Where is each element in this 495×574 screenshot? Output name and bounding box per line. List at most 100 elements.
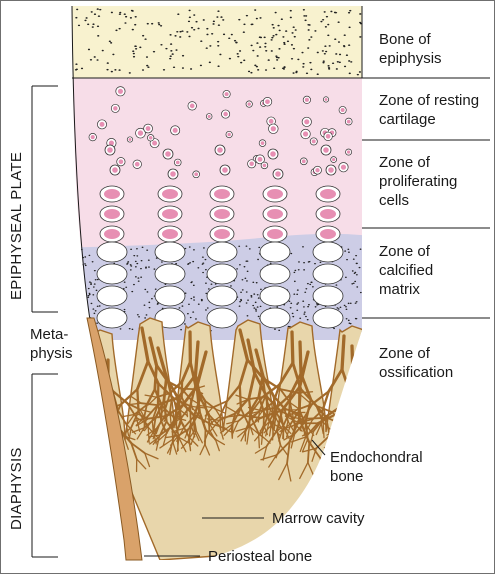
stipple-dot [230, 33, 233, 36]
hypertrophic-chondrocyte [96, 307, 128, 329]
stipple-dot [118, 13, 122, 15]
stipple-dot [140, 276, 143, 278]
stipple-dot [169, 34, 172, 36]
stipple-dot [99, 8, 102, 11]
stipple-dot [358, 21, 362, 24]
stipple-dot [322, 60, 325, 62]
stipple-dot [206, 307, 209, 309]
stipple-dot [84, 263, 86, 265]
stipple-dot [334, 38, 337, 41]
bone-trabecula-strand [101, 441, 111, 455]
stipple-dot [303, 313, 306, 315]
bone-trabecula-strand [272, 383, 281, 404]
stipple-dot [327, 34, 330, 37]
bone-trabecula-strand [84, 420, 93, 445]
stipple-dot [358, 266, 361, 269]
cell-nucleus [224, 92, 229, 97]
bone-trabecula-strand [250, 416, 260, 434]
stipple-dot [325, 50, 328, 53]
bone-trabecula-strand [285, 422, 292, 438]
stipple-dot [290, 252, 293, 255]
bone-trabecula-strand [72, 419, 75, 435]
stipple-dot [246, 280, 248, 282]
stipple-dot [92, 294, 95, 296]
bone-trabecula-strand [195, 350, 208, 388]
bone-trabecula-strand [268, 424, 272, 437]
stipple-dot [134, 260, 137, 263]
stipple-dot [96, 322, 99, 324]
stipple-dot [353, 272, 356, 275]
stipple-dot [271, 36, 274, 39]
stipple-dot [85, 17, 88, 19]
cell-nucleus [107, 147, 113, 153]
stipple-dot [274, 11, 277, 14]
bone-trabecula-strand [354, 428, 358, 445]
stipple-dot [347, 302, 350, 305]
bone-trabecula-strand [226, 420, 240, 425]
stipple-dot [238, 305, 241, 307]
stipple-dot [359, 248, 362, 250]
stipple-dot [146, 22, 149, 25]
cell-nucleus [207, 114, 211, 119]
stipple-dot [192, 311, 195, 313]
bone-trabecula-strand [275, 444, 282, 459]
bone-trabecula-strand [72, 438, 76, 449]
stipple-dot [257, 258, 259, 261]
bone-trabecula-strand [45, 430, 57, 436]
stipple-dot [195, 20, 198, 23]
stipple-dot [236, 53, 239, 55]
bone-trabecula-strand [259, 421, 270, 432]
stipple-dot [202, 19, 205, 21]
bone-trabecula-strand [282, 424, 285, 440]
hypertrophic-chondrocyte [206, 307, 238, 329]
stipple-dot [128, 72, 131, 74]
stipple-dot [208, 61, 211, 64]
stipple-dot [319, 261, 322, 264]
stipple-dot [97, 35, 100, 37]
stipple-dot [207, 288, 210, 290]
bone-trabecula-strand [254, 409, 264, 422]
stipple-dot [203, 247, 205, 249]
bone-trabecula-strand [84, 442, 90, 461]
stipple-dot [188, 35, 191, 38]
bone-trabecula-strand [286, 440, 291, 464]
bone-trabecula-strand [146, 427, 158, 436]
cell-nucleus [90, 135, 95, 140]
bone-trabecula-strand [380, 436, 388, 446]
bone-trabecula-strand [180, 360, 192, 383]
stipple-dot [228, 57, 232, 60]
bone-trabecula-strand [214, 438, 226, 446]
bone-trabecula-strand [306, 417, 325, 420]
cell-nucleus [104, 229, 120, 239]
label-marrow-cavity: Marrow cavity [272, 510, 365, 527]
bone-trabecula-strand [364, 424, 372, 436]
bone-trabecula-strand [265, 429, 278, 448]
epiphysis-bone-region [72, 6, 362, 78]
bone-trabecula-strand [180, 420, 190, 439]
stipple-dot [83, 311, 86, 313]
stipple-dot [355, 274, 358, 276]
bone-trabecula-strand [38, 419, 51, 426]
bone-trabecula-strand [366, 433, 379, 444]
stipple-dot [270, 50, 273, 52]
stipple-dot [294, 269, 297, 272]
stipple-dot [310, 36, 313, 38]
cell-nucleus [275, 171, 281, 177]
stipple-dot [289, 16, 292, 19]
stipple-dot [290, 57, 294, 60]
stipple-dot [257, 315, 260, 318]
stipple-dot [282, 36, 285, 38]
bone-trabecula-strand [323, 442, 338, 449]
stipple-dot [245, 302, 248, 304]
bone-trabecula-strand [376, 420, 390, 427]
stipple-dot [140, 260, 143, 262]
stipple-dot [193, 249, 195, 251]
stipple-dot [276, 306, 279, 308]
bone-trabecula-strand [240, 414, 262, 419]
stipple-dot [206, 27, 209, 30]
bone-trabecula-strand [176, 436, 180, 452]
bone-trabecula-strand [136, 458, 147, 470]
stipple-dot [338, 53, 342, 56]
bone-trabecula-strand [189, 409, 201, 429]
stipple-dot [254, 9, 257, 11]
